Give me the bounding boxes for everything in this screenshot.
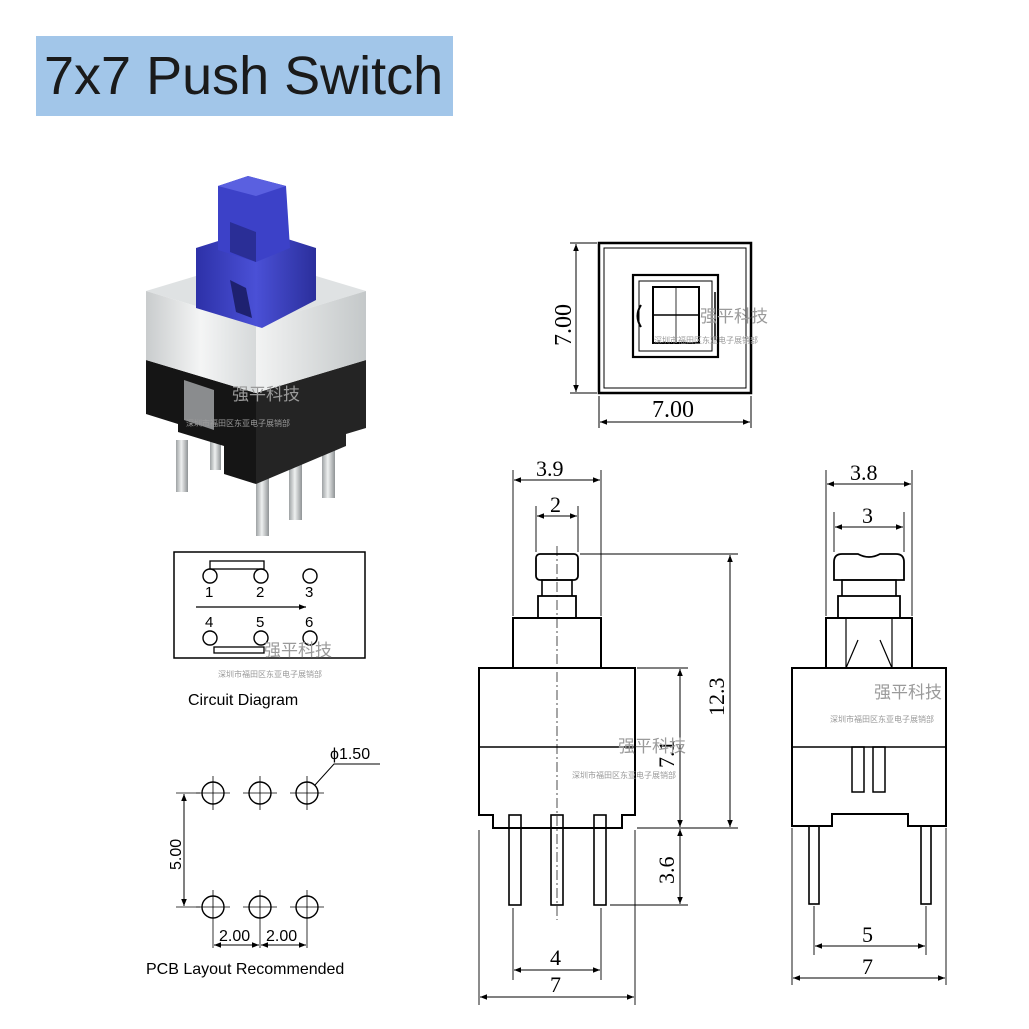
circuit-pin-5 bbox=[253, 630, 269, 646]
pin-front-mid bbox=[289, 462, 302, 520]
pcb-row-spacing-label: 5.00 bbox=[168, 839, 185, 870]
side-view bbox=[791, 470, 947, 985]
pcb-pitch-label-2: 2.00 bbox=[266, 928, 297, 945]
pcb-pitch-label-1: 2.00 bbox=[219, 928, 250, 945]
front-body-width-label: 7 bbox=[550, 972, 561, 997]
front-pin-right bbox=[593, 814, 607, 906]
actuator-slot bbox=[230, 222, 256, 262]
actuator-cap-top bbox=[218, 176, 286, 196]
front-pin-length-label: 3.6 bbox=[654, 857, 679, 885]
pcb-labels: ϕ1.50 5.00 2.00 2.00 PCB Layout Recommen… bbox=[146, 746, 370, 978]
watermark-name: 强平科技 bbox=[700, 307, 768, 327]
base-insert bbox=[184, 380, 214, 430]
pin-back-left bbox=[176, 440, 188, 492]
front-pin-left bbox=[508, 814, 522, 906]
watermark-tagline: 深圳市福田区东亚电子展销部 bbox=[186, 418, 290, 428]
circuit-frame bbox=[173, 551, 366, 659]
top-view-inner bbox=[603, 247, 747, 389]
side-body-width-label: 7 bbox=[862, 954, 873, 979]
circuit-caption: Circuit Diagram bbox=[188, 692, 298, 709]
watermark-name: 强平科技 bbox=[874, 683, 942, 703]
pin-front-left bbox=[256, 478, 269, 536]
pin-label-1: 1 bbox=[205, 584, 213, 601]
top-view bbox=[570, 241, 753, 428]
side-stem-width-label: 3 bbox=[862, 503, 873, 528]
pcb-hole-label: ϕ1.50 bbox=[330, 746, 370, 763]
actuator-notch bbox=[230, 280, 252, 318]
front-pin-span-label: 4 bbox=[550, 945, 561, 970]
watermark-tagline: 深圳市福田区东亚电子展销部 bbox=[830, 714, 934, 724]
watermark-name: 强平科技 bbox=[264, 641, 332, 661]
side-cap bbox=[833, 553, 905, 581]
watermark-tagline: 深圳市福田区东亚电子展销部 bbox=[654, 335, 758, 345]
pin-back-mid bbox=[210, 440, 221, 470]
front-stem-width-label: 2 bbox=[550, 492, 561, 517]
side-housing-top bbox=[825, 617, 913, 669]
circuit-diagram bbox=[173, 551, 366, 659]
pin-label-3: 3 bbox=[305, 584, 313, 601]
side-view-labels: 3.8 3 5 7 强平科技 深圳市福田区东亚电子展销部 bbox=[830, 460, 942, 979]
circuit-pin-6 bbox=[302, 630, 318, 646]
front-body-height-label: 7.1 bbox=[654, 741, 679, 769]
base-right-face bbox=[256, 360, 366, 484]
page-title: 7x7 Push Switch bbox=[44, 46, 444, 106]
watermark-name: 强平科技 bbox=[618, 737, 686, 757]
top-view-width-label: 7.00 bbox=[652, 397, 694, 423]
product-photo: 强平科技 深圳市福田区东亚电子展销部 bbox=[146, 176, 366, 536]
pcb-caption: PCB Layout Recommended bbox=[146, 961, 344, 978]
circuit-pin-3 bbox=[302, 568, 318, 584]
pcb-layout bbox=[176, 763, 380, 948]
top-view-height-label: 7.00 bbox=[551, 304, 577, 346]
watermark-name: 强平科技 bbox=[232, 385, 300, 405]
front-cap-width-label: 3.9 bbox=[536, 456, 564, 481]
top-view-labels: 7.00 7.00 强平科技 深圳市福田区东亚电子展销部 bbox=[551, 304, 768, 423]
pin-front-right bbox=[322, 446, 335, 498]
circuit-bridge-top bbox=[209, 560, 265, 570]
watermark-tagline: 深圳市福田区东亚电子展销部 bbox=[218, 669, 322, 679]
front-body bbox=[478, 667, 636, 829]
front-view bbox=[478, 470, 738, 1005]
side-stem bbox=[837, 595, 901, 619]
circuit-bridge-bottom bbox=[213, 646, 265, 654]
front-view-labels: 3.9 2 12.3 7.1 3.6 4 7 强平科技 深圳市福田区东亚电子展销… bbox=[536, 456, 729, 997]
side-pin-span-label: 5 bbox=[862, 922, 873, 947]
circuit-pin-2 bbox=[253, 568, 269, 584]
side-cap-width-label: 3.8 bbox=[850, 460, 878, 485]
actuator-base bbox=[196, 229, 316, 328]
watermark-tagline: 深圳市福田区东亚电子展销部 bbox=[572, 770, 676, 780]
circuit-pin-labels: 1 2 3 4 5 6 强平科技 深圳市福田区东亚电子展销部 Circuit D… bbox=[188, 584, 332, 709]
front-pin-mid bbox=[550, 814, 564, 906]
pcb-hole-leader bbox=[314, 763, 380, 786]
circuit-pin-4 bbox=[202, 630, 218, 646]
pin-label-4: 4 bbox=[205, 614, 213, 631]
side-pin-right bbox=[920, 825, 932, 905]
side-body bbox=[791, 667, 947, 827]
pin-label-2: 2 bbox=[256, 584, 264, 601]
title-banner: 7x7 Push Switch bbox=[36, 36, 453, 116]
top-view-outline bbox=[597, 241, 753, 395]
side-pin-left bbox=[808, 825, 820, 905]
circuit-pin-1 bbox=[202, 568, 218, 584]
pin-label-5: 5 bbox=[256, 614, 264, 631]
pin-label-6: 6 bbox=[305, 614, 313, 631]
front-total-height-label: 12.3 bbox=[704, 678, 729, 717]
top-view-actuator bbox=[631, 273, 720, 359]
